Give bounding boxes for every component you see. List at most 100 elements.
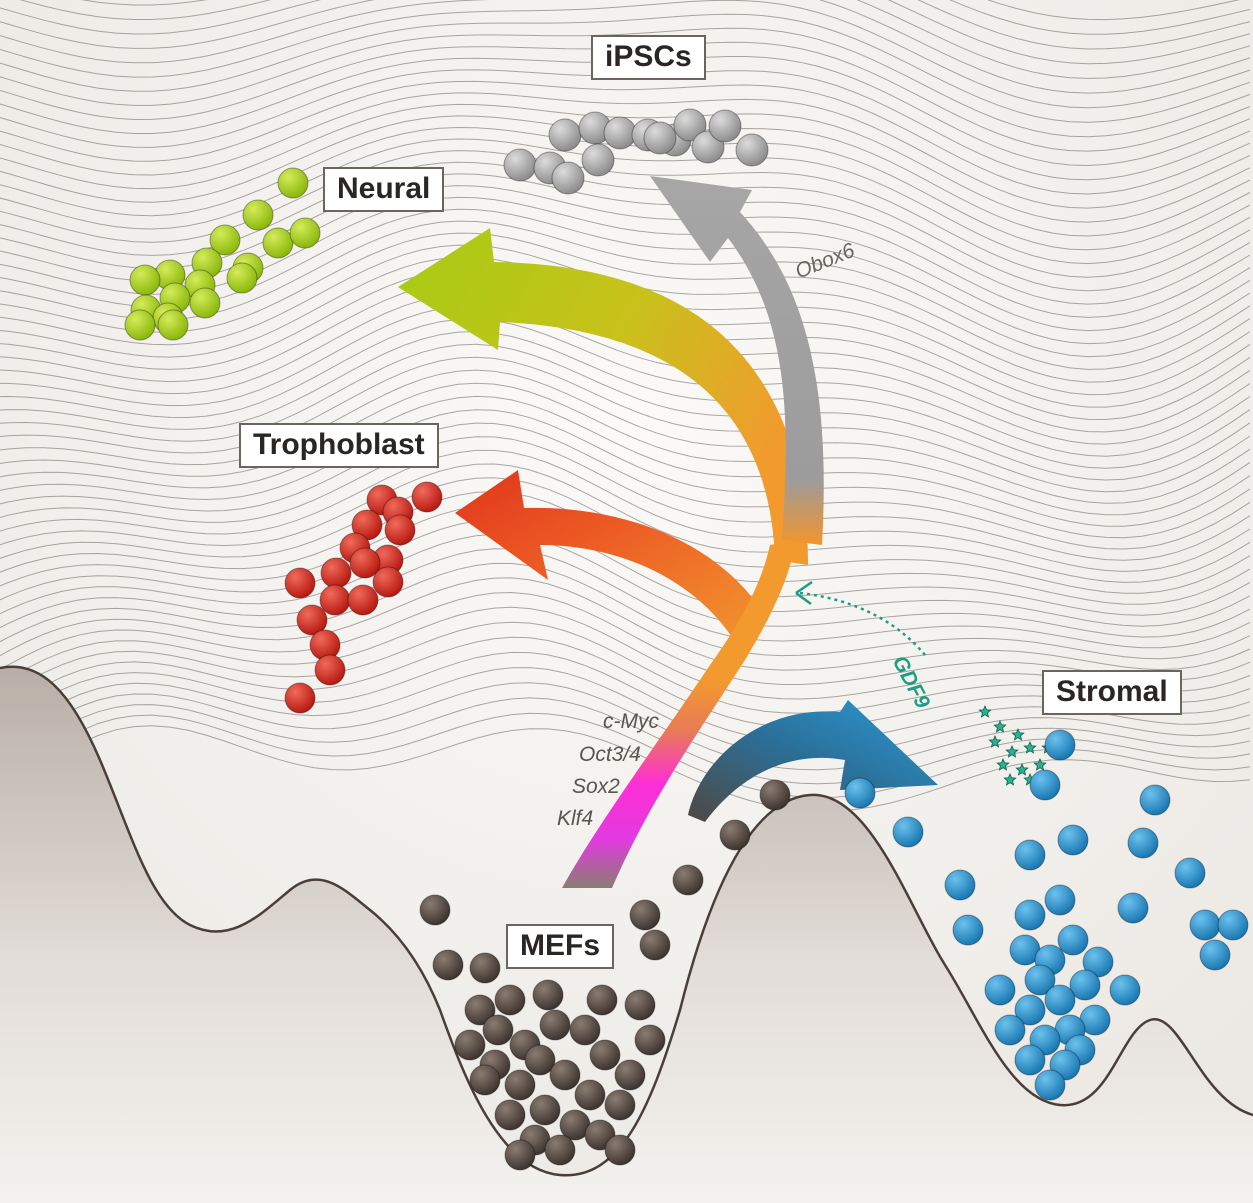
contour-line	[0, 667, 1251, 757]
ipsc-cell	[735, 133, 769, 167]
ipsc-cell	[551, 161, 585, 195]
gdf9-dotted-arrow	[799, 591, 926, 656]
star-icon	[988, 734, 1002, 748]
contour-line	[986, 0, 1240, 21]
grey-arrow	[650, 176, 824, 545]
trophoblast-cell	[296, 604, 328, 636]
contour-line	[0, 533, 1251, 638]
stromal-cell	[1044, 729, 1076, 761]
contour-line	[0, 436, 1251, 561]
stromal-cell	[1014, 994, 1046, 1026]
neural-cell	[157, 309, 189, 341]
mef-cell	[544, 1134, 576, 1166]
stromal-cell	[1069, 969, 1101, 1001]
contour-line	[0, 92, 1251, 209]
contour-line	[0, 232, 1251, 370]
ipsc-cell	[581, 143, 615, 177]
ipsc-cell	[603, 116, 637, 150]
trophoblast-cell	[349, 547, 381, 579]
star-icon	[978, 704, 992, 718]
stromal-cell	[1217, 909, 1249, 941]
terrain-cross-section	[0, 666, 1253, 1203]
stromal-cell	[1044, 984, 1076, 1016]
star-icon	[1003, 772, 1017, 786]
mef-cell	[589, 1039, 621, 1071]
star-icon	[1005, 744, 1019, 758]
neural-cell	[242, 199, 274, 231]
trophoblast-cell	[384, 514, 416, 546]
stromal-cell	[1014, 899, 1046, 931]
mef-cell	[759, 779, 791, 811]
contour-line	[0, 382, 1251, 516]
mef-cell	[494, 1099, 526, 1131]
green-arrow	[398, 228, 808, 565]
star-icon	[993, 719, 1007, 733]
neural-cell	[277, 167, 309, 199]
mef-cell	[432, 949, 464, 981]
label-mefs: MEFs	[506, 924, 615, 969]
neural-cell	[209, 224, 241, 256]
label-ipscs: iPSCs	[591, 35, 706, 80]
mef-cell	[504, 1069, 536, 1101]
trophoblast-cell	[284, 682, 316, 714]
contour-line	[0, 0, 1251, 109]
main-reprogramming-arrow	[562, 540, 796, 888]
neural-cell	[262, 227, 294, 259]
contour-line	[0, 0, 1251, 94]
mef-cell	[639, 929, 671, 961]
contour-line	[0, 651, 1251, 743]
ipsc-cell	[548, 118, 582, 152]
contour-line	[0, 395, 1251, 527]
neural-cell	[189, 287, 221, 319]
mef-cell	[719, 819, 751, 851]
contour-line	[0, 150, 1251, 278]
gdf9-arrowhead	[795, 580, 813, 606]
stromal-cell	[1014, 839, 1046, 871]
contour-line	[0, 449, 1251, 572]
ipsc-cell	[503, 148, 537, 182]
contour-line	[0, 682, 1251, 771]
mef-cell	[524, 1044, 556, 1076]
contour-line	[19, 0, 1251, 50]
contour-line	[0, 331, 1251, 469]
mef-cell	[464, 994, 496, 1026]
trophoblast-cell	[372, 566, 404, 598]
ipsc-cell	[643, 121, 677, 155]
mef-cell	[569, 1014, 601, 1046]
mef-cell	[454, 1029, 486, 1061]
stromal-cell	[1057, 924, 1089, 956]
contour-line	[0, 591, 1251, 685]
stromal-cell	[892, 816, 924, 848]
contour-line	[0, 13, 1251, 123]
label-trophoblast: Trophoblast	[239, 423, 439, 468]
contour-line	[0, 27, 1251, 138]
mef-cell	[614, 1059, 646, 1091]
label-stromal: Stromal	[1042, 670, 1182, 715]
mef-cell	[672, 864, 704, 896]
contour-line	[0, 621, 1251, 714]
trophoblast-cell	[314, 654, 346, 686]
red-arrow	[455, 470, 768, 650]
stromal-cell	[1029, 769, 1061, 801]
mef-cell	[604, 1089, 636, 1121]
trophoblast-cell	[284, 567, 316, 599]
stromal-cell	[1057, 824, 1089, 856]
contour-line	[0, 343, 1251, 481]
stromal-cell	[994, 1014, 1026, 1046]
contour-line	[0, 562, 1251, 660]
stromal-cell	[984, 974, 1016, 1006]
stromal-cell	[1139, 784, 1171, 816]
contour-line	[0, 606, 1251, 700]
mef-cell	[494, 984, 526, 1016]
label-neural: Neural	[323, 167, 445, 212]
contour-line	[0, 0, 1251, 79]
star-icon	[1015, 762, 1029, 776]
trophoblast-cell	[347, 584, 379, 616]
contour-line	[0, 548, 1251, 649]
neural-cell	[289, 217, 321, 249]
mef-cell	[539, 1009, 571, 1041]
contour-line	[80, 0, 1251, 35]
cell-groups	[124, 108, 1249, 1171]
mef-cell	[586, 984, 618, 1016]
